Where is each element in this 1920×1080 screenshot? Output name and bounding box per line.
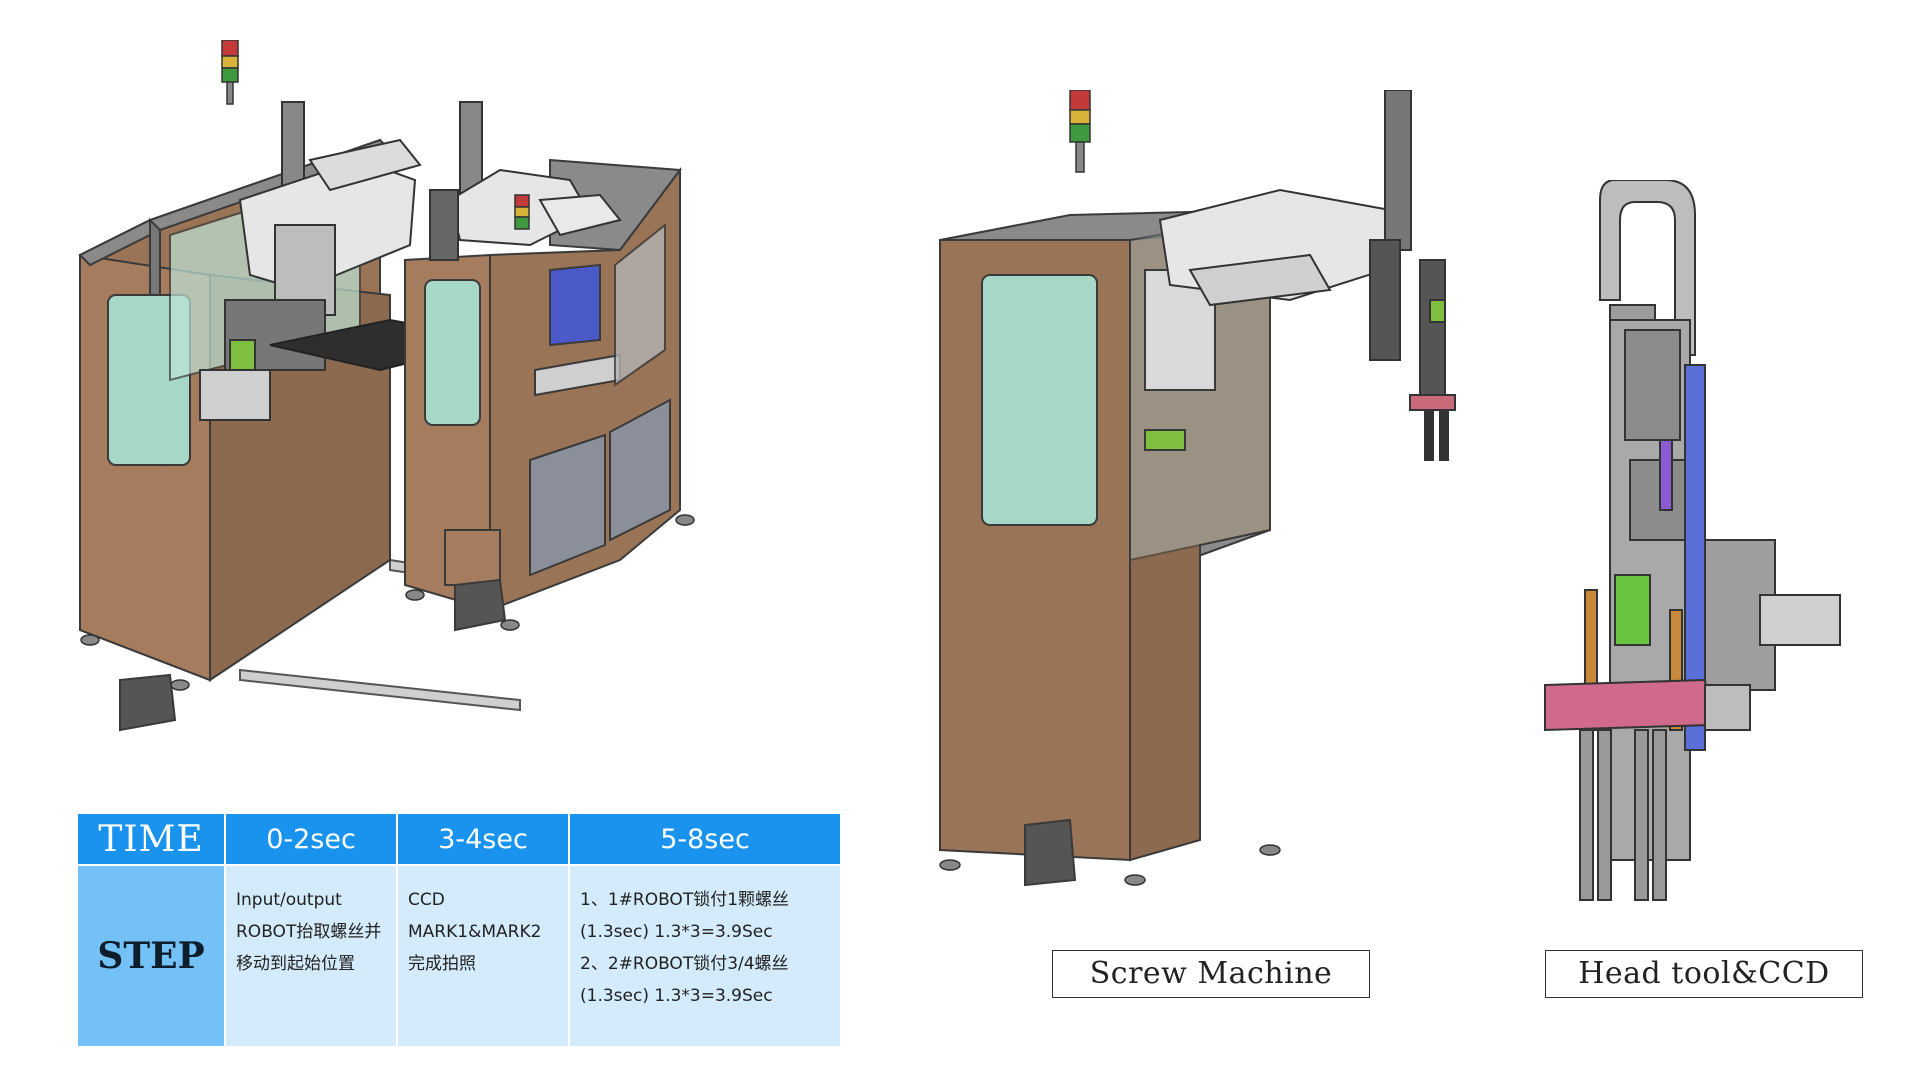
time-header-row: TIME 0-2sec 3-4sec 5-8sec — [76, 812, 842, 866]
step-cell-0: Input/output ROBOT抬取螺丝并 移动到起始位置 — [224, 864, 398, 1048]
step-line: MARK1&MARK2 — [408, 922, 542, 942]
step-line: ROBOT抬取螺丝并 — [236, 922, 382, 942]
screw-machine-drawing — [939, 90, 1456, 887]
step-line: 1、1#ROBOT锁付1颗螺丝 — [580, 890, 790, 910]
time-header-0: 0-2sec — [224, 812, 398, 866]
step-line: (1.3sec) 1.3*3=3.9Sec — [580, 922, 773, 942]
step-line: 完成拍照 — [408, 954, 476, 974]
step-line: (1.3sec) 1.3*3=3.9Sec — [580, 986, 773, 1006]
head-tool-ccd-caption: Head tool&CCD — [1545, 950, 1863, 998]
time-header-2: 5-8sec — [568, 812, 842, 866]
step-line: 2、2#ROBOT锁付3/4螺丝 — [580, 954, 789, 974]
time-header-1: 3-4sec — [396, 812, 570, 866]
step-row: STEP Input/output ROBOT抬取螺丝并 移动到起始位置 CCD… — [76, 864, 842, 1048]
step-line: CCD — [408, 890, 445, 910]
step-line: 移动到起始位置 — [236, 954, 355, 974]
dual-robot-workcell-drawing — [78, 40, 695, 732]
step-row-label: STEP — [76, 864, 226, 1048]
step-cell-1: CCD MARK1&MARK2 完成拍照 — [396, 864, 570, 1048]
step-cell-2: 1、1#ROBOT锁付1颗螺丝 (1.3sec) 1.3*3=3.9Sec 2、… — [568, 864, 842, 1048]
cycle-time-table: TIME 0-2sec 3-4sec 5-8sec STEP Input/out… — [76, 812, 842, 1048]
head-tool-ccd-drawing — [1544, 180, 1841, 901]
step-line: Input/output — [236, 890, 342, 910]
time-row-label: TIME — [76, 812, 226, 866]
screw-machine-caption: Screw Machine — [1052, 950, 1370, 998]
